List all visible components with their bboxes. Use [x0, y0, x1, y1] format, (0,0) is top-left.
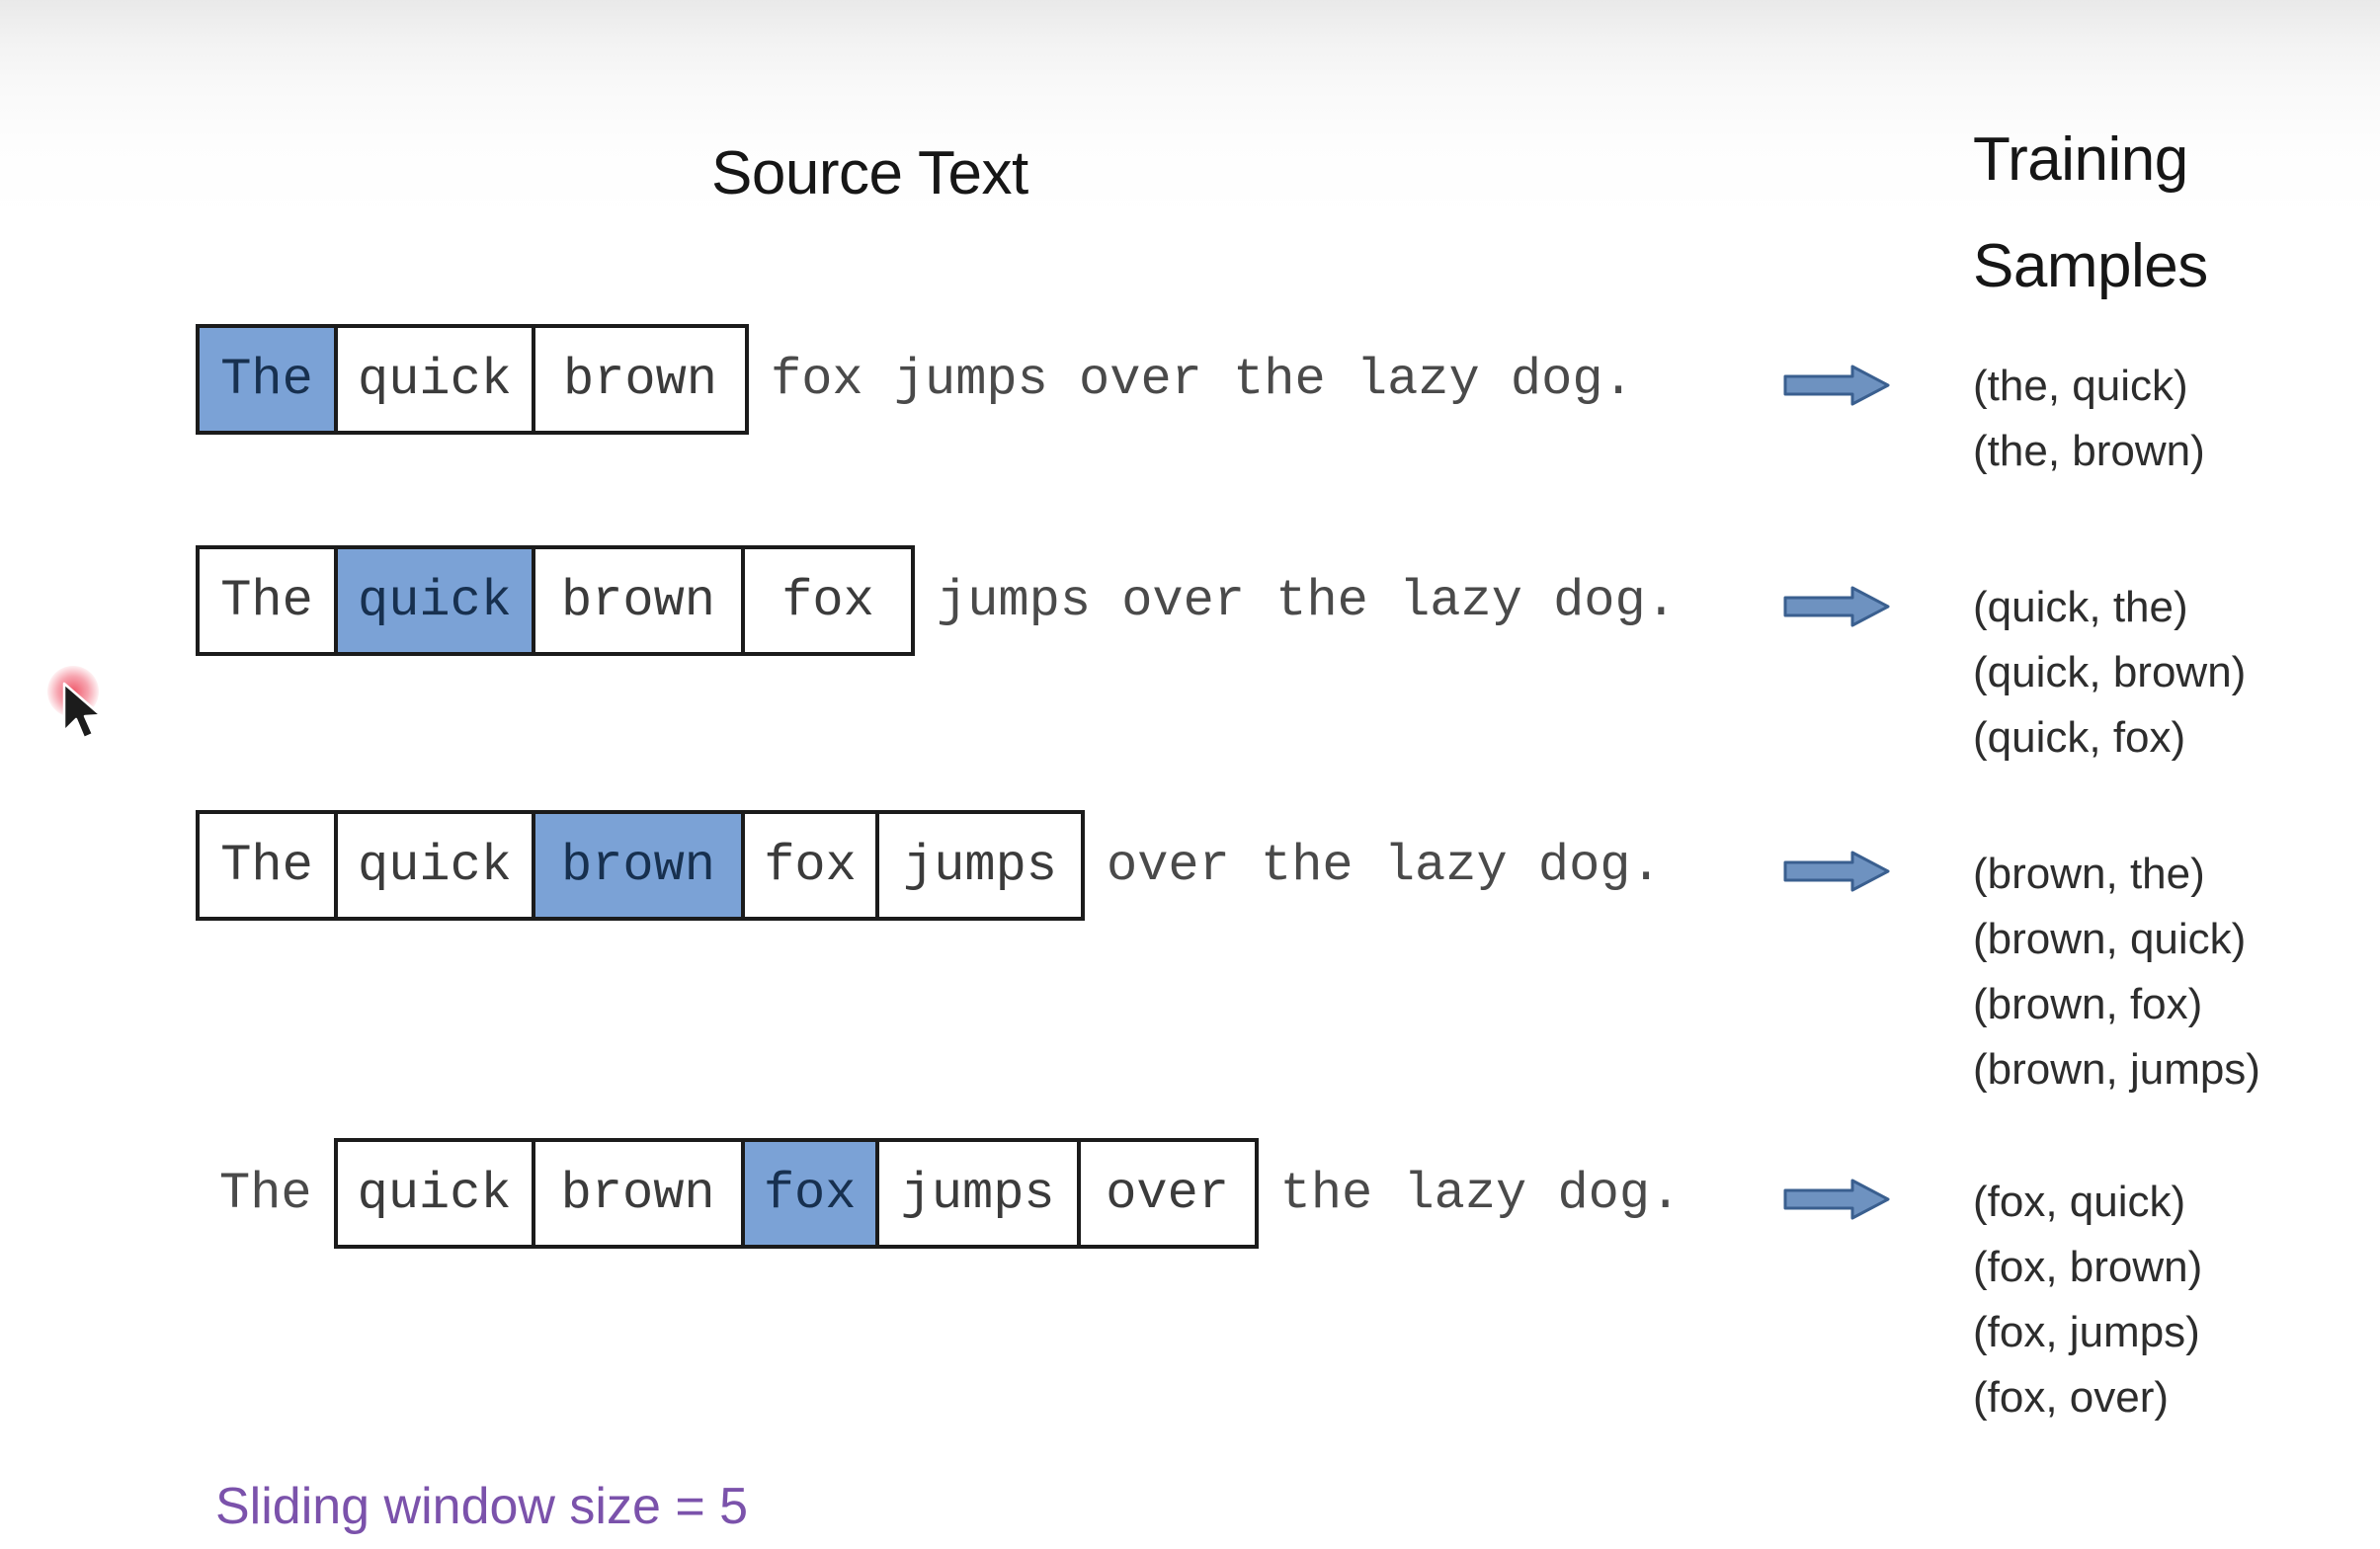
training-samples-group-4: (fox, quick) (fox, brown) (fox, jumps) (…	[1973, 1170, 2202, 1430]
sliding-window-caption: Sliding window size = 5	[215, 1478, 749, 1535]
training-sample-item: (quick, brown)	[1973, 648, 2247, 696]
source-row-4-tail: the lazy dog.	[1279, 1164, 1682, 1223]
training-sample-item: (brown, quick)	[1973, 915, 2247, 963]
click-highlight-icon	[47, 666, 99, 717]
window-cell[interactable]: fox	[781, 571, 874, 630]
window-cell-highlighted[interactable]: quick	[338, 549, 535, 652]
source-row-1-tail: fox jumps over the lazy dog.	[771, 350, 1634, 409]
training-sample-item: (quick, fox)	[1973, 713, 2186, 762]
window-cell[interactable]: brown	[562, 350, 718, 409]
window-cell-highlighted[interactable]: fox	[744, 1142, 879, 1245]
window-cell[interactable]: brown	[535, 1142, 745, 1245]
training-sample-item: (quick, the)	[1973, 583, 2188, 631]
training-sample-item: (brown, the)	[1973, 850, 2205, 898]
source-row-4-lead: The	[219, 1164, 312, 1223]
right-arrow-icon	[1783, 1179, 1890, 1220]
window-cell[interactable]: quick	[338, 814, 535, 917]
right-arrow-icon	[1783, 851, 1890, 892]
source-row-2: The quick brown fox jumps over the lazy …	[196, 545, 1677, 656]
mouse-pointer-icon	[62, 682, 103, 740]
source-row-2-tail: jumps over the lazy dog.	[937, 571, 1677, 630]
training-samples-group-3: (brown, the) (brown, quick) (brown, fox)…	[1973, 842, 2260, 1102]
window-boxes-row-3: The quick brown fox jumps	[196, 810, 1085, 921]
window-cell[interactable]: jumps	[879, 1142, 1081, 1245]
training-samples-heading: Training Samples	[1973, 107, 2368, 320]
right-arrow-icon	[1783, 586, 1890, 627]
training-sample-item: (the, quick)	[1973, 362, 2188, 410]
window-cell[interactable]: The	[200, 814, 338, 917]
training-samples-heading-line2: Samples	[1973, 232, 2208, 300]
window-cell[interactable]: jumps	[902, 836, 1058, 895]
window-cell[interactable]: over	[1106, 1164, 1230, 1223]
training-sample-item: (fox, over)	[1973, 1373, 2170, 1422]
training-samples-group-2: (quick, the) (quick, brown) (quick, fox)	[1973, 575, 2246, 771]
window-boxes-row-1: The quick brown	[196, 324, 749, 435]
window-boxes-row-4: quick brown fox jumps over	[333, 1138, 1259, 1249]
window-cell[interactable]: fox	[745, 814, 879, 917]
training-sample-item: (the, brown)	[1973, 427, 2205, 475]
window-cell-highlighted[interactable]: brown	[535, 814, 745, 917]
training-sample-item: (fox, brown)	[1973, 1243, 2203, 1291]
training-samples-heading-line1: Training	[1973, 125, 2188, 194]
source-row-3-tail: over the lazy dog.	[1107, 836, 1662, 895]
source-row-4: The quick brown fox jumps over the lazy …	[219, 1138, 1681, 1249]
training-sample-item: (brown, fox)	[1973, 980, 2203, 1028]
window-cell[interactable]: quick	[338, 1142, 535, 1245]
window-cell[interactable]: brown	[535, 549, 745, 652]
window-cell[interactable]: The	[200, 549, 338, 652]
source-row-3: The quick brown fox jumps over the lazy …	[196, 810, 1662, 921]
training-sample-item: (fox, jumps)	[1973, 1308, 2200, 1356]
training-samples-group-1: (the, quick) (the, brown)	[1973, 354, 2205, 484]
source-text-heading: Source Text	[711, 139, 1028, 207]
source-row-1: The quick brown fox jumps over the lazy …	[196, 324, 1634, 435]
window-cell-highlighted[interactable]: The	[200, 328, 338, 431]
window-boxes-row-2: The quick brown fox	[196, 545, 915, 656]
training-sample-item: (brown, jumps)	[1973, 1045, 2260, 1094]
window-cell[interactable]: quick	[338, 328, 535, 431]
right-arrow-icon	[1783, 365, 1890, 406]
training-sample-item: (fox, quick)	[1973, 1178, 2186, 1226]
cursor-overlay	[40, 664, 148, 773]
